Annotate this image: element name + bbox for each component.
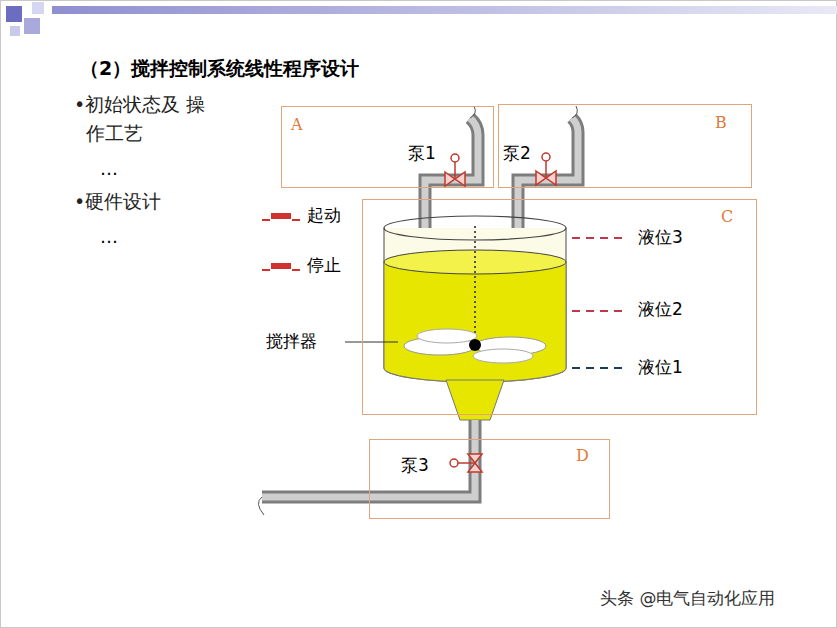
ellipsis: …	[100, 226, 118, 247]
region-letter: A	[291, 115, 303, 134]
region-letter: C	[721, 207, 733, 226]
agitator-label: 搅拌器	[266, 330, 317, 353]
region-letter: D	[576, 446, 589, 465]
pump-label: 泵2	[503, 142, 531, 165]
region-box: D	[369, 439, 610, 519]
region-box: C	[362, 199, 757, 415]
level-label: 液位1	[638, 356, 683, 379]
button-label: 停止	[307, 254, 341, 277]
watermark: 头条 @电气自动化应用	[600, 587, 775, 610]
button-label: 起动	[307, 204, 341, 227]
level-label: 液位2	[638, 298, 683, 321]
region-letter: B	[715, 113, 727, 132]
region-box: B	[498, 104, 752, 188]
level-label: 液位3	[638, 226, 683, 249]
region-box: A	[281, 106, 494, 188]
pump-label: 泵1	[408, 142, 436, 165]
slide-title: （2）搅拌控制系统线性程序设计	[80, 56, 359, 82]
bullet-text: •硬件设计	[74, 189, 161, 215]
ellipsis: …	[100, 158, 118, 179]
pump-label: 泵3	[401, 454, 429, 477]
bullet-text: •初始状态及 操作工艺	[74, 90, 216, 147]
